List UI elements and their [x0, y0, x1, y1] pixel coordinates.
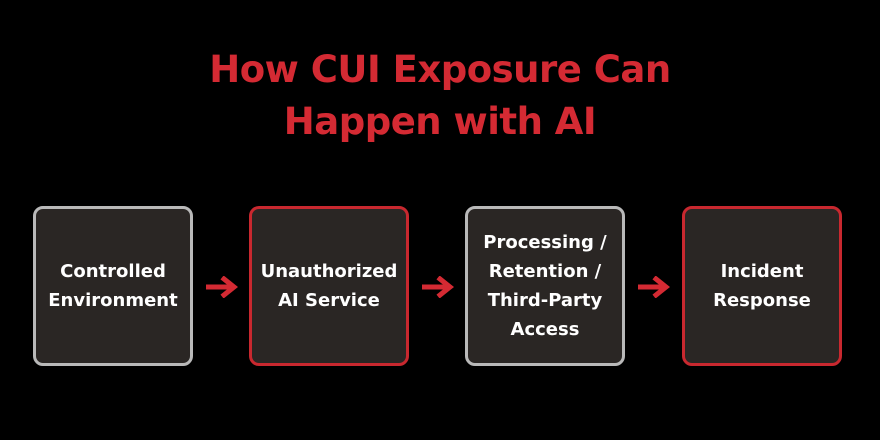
step-unauthorized-ai-service: Unauthorized AI Service	[249, 206, 409, 366]
step-label: Unauthorized AI Service	[260, 261, 398, 311]
diagram-title-line-1: How CUI Exposure Can	[209, 48, 671, 91]
step-label: Processing / Retention / Third-Party Acc…	[483, 232, 607, 340]
arrow-right-icon	[638, 276, 671, 298]
diagram-title: How CUI Exposure Can Happen with AI	[0, 44, 880, 148]
arrow-right-icon	[206, 276, 239, 298]
step-processing-retention-access: Processing / Retention / Third-Party Acc…	[465, 206, 625, 366]
diagram-title-line-2: Happen with AI	[283, 100, 597, 143]
step-controlled-environment: Controlled Environment	[33, 206, 193, 366]
step-label: Controlled Environment	[48, 261, 178, 311]
step-label: Incident Response	[713, 261, 811, 311]
arrow-right-icon	[422, 276, 455, 298]
step-incident-response: Incident Response	[682, 206, 842, 366]
